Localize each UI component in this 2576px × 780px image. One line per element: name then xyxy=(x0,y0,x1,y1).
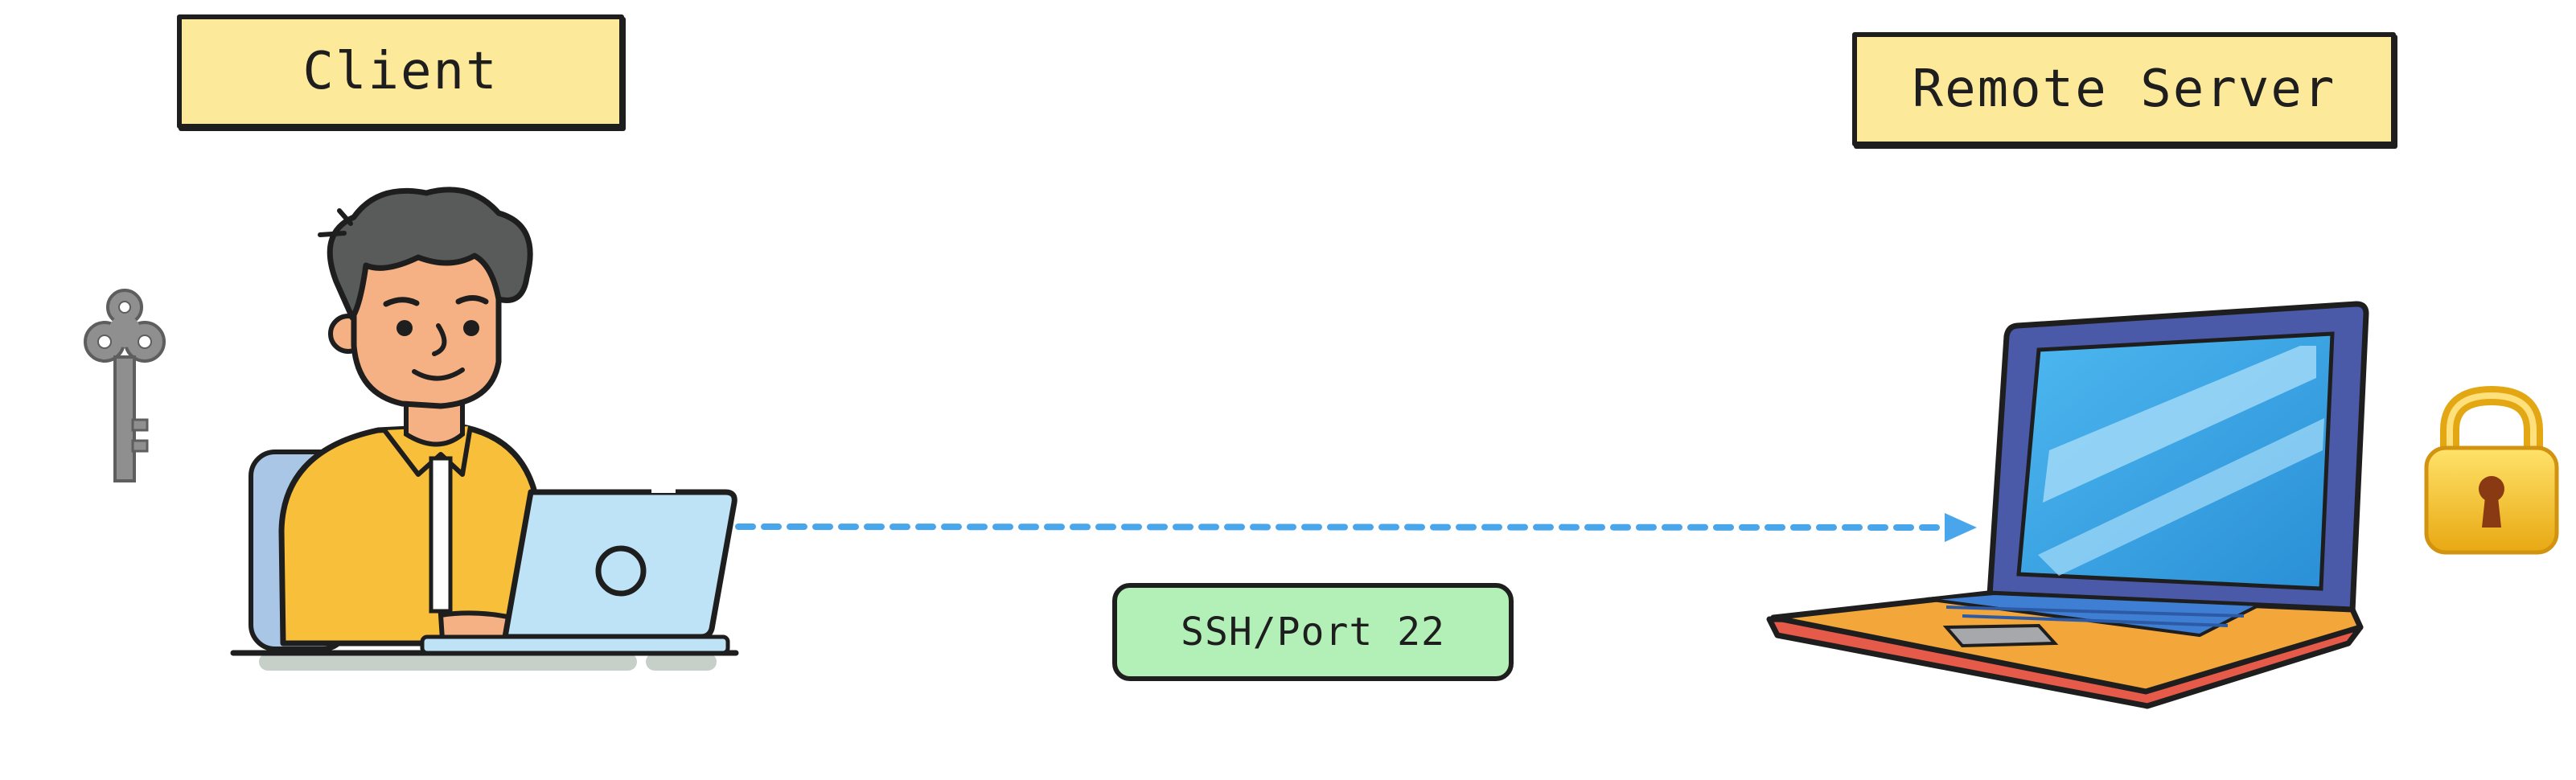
client-label: Client xyxy=(177,14,624,129)
connection-arrow xyxy=(735,513,1977,542)
person-at-laptop-icon xyxy=(230,187,739,671)
connection-label: SSH/Port 22 xyxy=(1112,583,1514,681)
client-label-text: Client xyxy=(302,42,499,101)
padlock-icon xyxy=(2424,385,2559,555)
server-label: Remote Server xyxy=(1852,32,2396,146)
key-icon xyxy=(84,289,166,482)
connection-label-text: SSH/Port 22 xyxy=(1181,610,1445,655)
server-label-text: Remote Server xyxy=(1912,60,2336,119)
laptop-icon xyxy=(1766,301,2369,709)
